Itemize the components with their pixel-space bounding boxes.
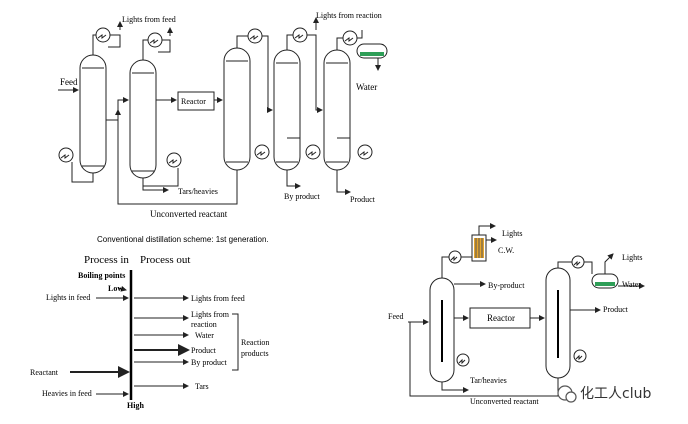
lights-label-2: Lights — [622, 253, 642, 262]
column-3 — [223, 47, 251, 171]
products-label: products — [241, 349, 269, 358]
scheme2: Lights C.W. By-product Feed Reactor Ligh… — [388, 223, 645, 406]
lights-from-feed-label: Lights from feed — [122, 15, 176, 24]
input-lights-label: Lights in feed — [46, 293, 90, 302]
output-lights-reaction-label-2: reaction — [191, 320, 217, 329]
column-4 — [273, 49, 301, 171]
cw-label: C.W. — [498, 246, 514, 255]
reaction-label: Reaction — [241, 338, 269, 347]
watermark-text: 化工人club — [580, 386, 651, 402]
by-product-label-2: By-product — [488, 281, 525, 290]
low-label: Low — [108, 284, 123, 293]
product-label: Product — [350, 195, 376, 204]
output-product-label: Product — [191, 346, 217, 355]
tars-heavies-label: Tars/heavies — [178, 187, 218, 196]
cw-condenser — [471, 234, 487, 262]
condenser-icon — [448, 250, 585, 269]
process-out-label: Process out — [140, 254, 190, 266]
lights-label-1: Lights — [502, 229, 522, 238]
output-lights-feed-label: Lights from feed — [191, 294, 245, 303]
lights-from-reaction-label: Lights from reaction — [316, 11, 382, 20]
water-label: Water — [356, 82, 377, 92]
high-label: High — [127, 401, 144, 410]
column-2 — [129, 59, 157, 179]
column-1 — [79, 54, 107, 174]
unconverted-reactant-label: Unconverted reactant — [150, 209, 228, 219]
unconverted-reactant-label-2: Unconverted reactant — [470, 397, 539, 406]
by-product-label: By product — [284, 192, 321, 201]
output-lights-reaction-label: Lights from — [191, 310, 230, 319]
figure-caption: Conventional distillation scheme: 1st ge… — [97, 235, 269, 244]
condenser-icon — [95, 27, 358, 48]
feed-label: Feed — [60, 77, 78, 87]
reactor-label-2: Reactor — [487, 313, 515, 323]
column-5 — [323, 49, 351, 171]
output-water-label: Water — [195, 331, 214, 340]
boiling-point-diagram: Process in Process out Boiling points Lo… — [30, 254, 269, 410]
feed-label-2: Feed — [388, 312, 404, 321]
boiling-points-label: Boiling points — [78, 271, 125, 280]
water-label-2: Water — [622, 280, 641, 289]
reboiler-icon — [58, 144, 373, 168]
reactor-label: Reactor — [181, 97, 206, 106]
scheme1: Feed Lights from feed Reactor Lights fro… — [58, 11, 388, 219]
output-byproduct-label: By product — [191, 358, 228, 367]
tar-heavies-label: Tar/heavies — [470, 376, 507, 385]
reboiler-icon — [456, 349, 587, 367]
watermark: 化工人club — [557, 385, 651, 403]
output-tars-label: Tars — [195, 382, 209, 391]
decanter-2 — [591, 273, 619, 289]
process-in-label: Process in — [84, 254, 129, 266]
reactor-box — [177, 91, 215, 111]
product-label-2: Product — [603, 305, 629, 314]
input-heavies-label: Heavies in feed — [42, 389, 92, 398]
input-reactant-label: Reactant — [30, 368, 59, 377]
water-decanter — [356, 43, 388, 71]
